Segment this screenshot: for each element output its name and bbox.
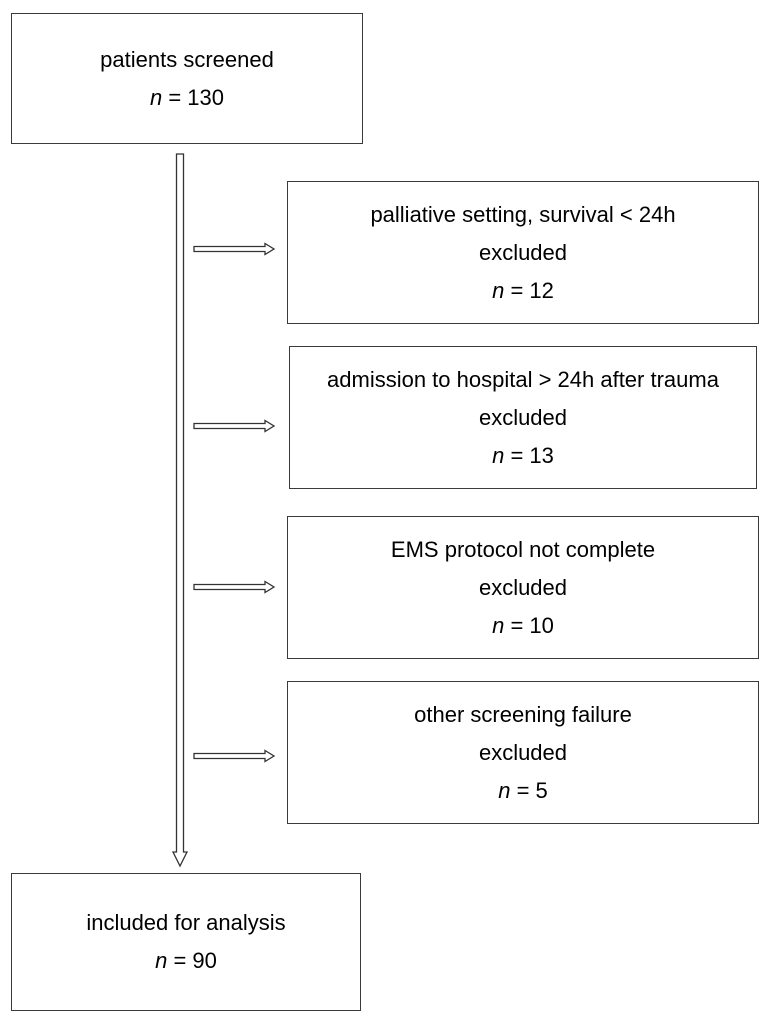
exclusion-count: n = 5	[498, 772, 548, 810]
n-symbol: n	[149, 84, 163, 110]
exclusion-status: excluded	[478, 739, 568, 765]
exclusion-status: excluded	[478, 574, 568, 600]
exclusion-count: n = 10	[492, 607, 554, 645]
screened-count: n = 130	[150, 79, 224, 117]
exclusion-status: excluded	[478, 239, 568, 265]
exclusion-count-value: = 13	[504, 442, 554, 468]
screened-label: patients screened	[100, 46, 274, 72]
exclusion-box-ems-protocol: EMS protocol not complete excluded n = 1…	[287, 516, 759, 659]
screened-box: patients screened n = 130	[11, 13, 363, 144]
exclusion-arrow-1	[193, 242, 276, 256]
exclusion-count: n = 13	[492, 437, 554, 475]
exclusion-arrow-2	[193, 419, 276, 433]
screened-count-value: = 130	[162, 84, 225, 110]
n-symbol: n	[155, 948, 168, 973]
exclusion-count-value: = 12	[504, 277, 554, 303]
exclusion-count-value: = 10	[504, 612, 554, 638]
n-symbol: n	[492, 277, 505, 303]
exclusion-arrow-3	[193, 580, 276, 594]
exclusion-box-late-admission: admission to hospital > 24h after trauma…	[289, 346, 757, 489]
included-count-value: = 90	[167, 948, 217, 973]
included-count: n = 90	[155, 942, 217, 980]
n-symbol: n	[498, 777, 511, 803]
exclusion-reason: EMS protocol not complete	[390, 536, 656, 562]
n-symbol: n	[492, 612, 505, 638]
exclusion-count: n = 12	[492, 272, 554, 310]
exclusion-reason: palliative setting, survival < 24h	[370, 201, 676, 227]
exclusion-arrow-4	[193, 749, 276, 763]
exclusion-count-value: = 5	[510, 777, 548, 803]
main-down-arrow	[171, 153, 189, 868]
exclusion-status: excluded	[478, 404, 568, 430]
exclusion-box-other-failure: other screening failure excluded n = 5	[287, 681, 759, 824]
included-label: included for analysis	[86, 910, 286, 935]
exclusion-box-palliative: palliative setting, survival < 24h exclu…	[287, 181, 759, 324]
included-box: included for analysis n = 90	[11, 873, 361, 1011]
exclusion-reason: admission to hospital > 24h after trauma	[327, 366, 719, 392]
n-symbol: n	[492, 442, 505, 468]
exclusion-reason: other screening failure	[414, 701, 632, 727]
